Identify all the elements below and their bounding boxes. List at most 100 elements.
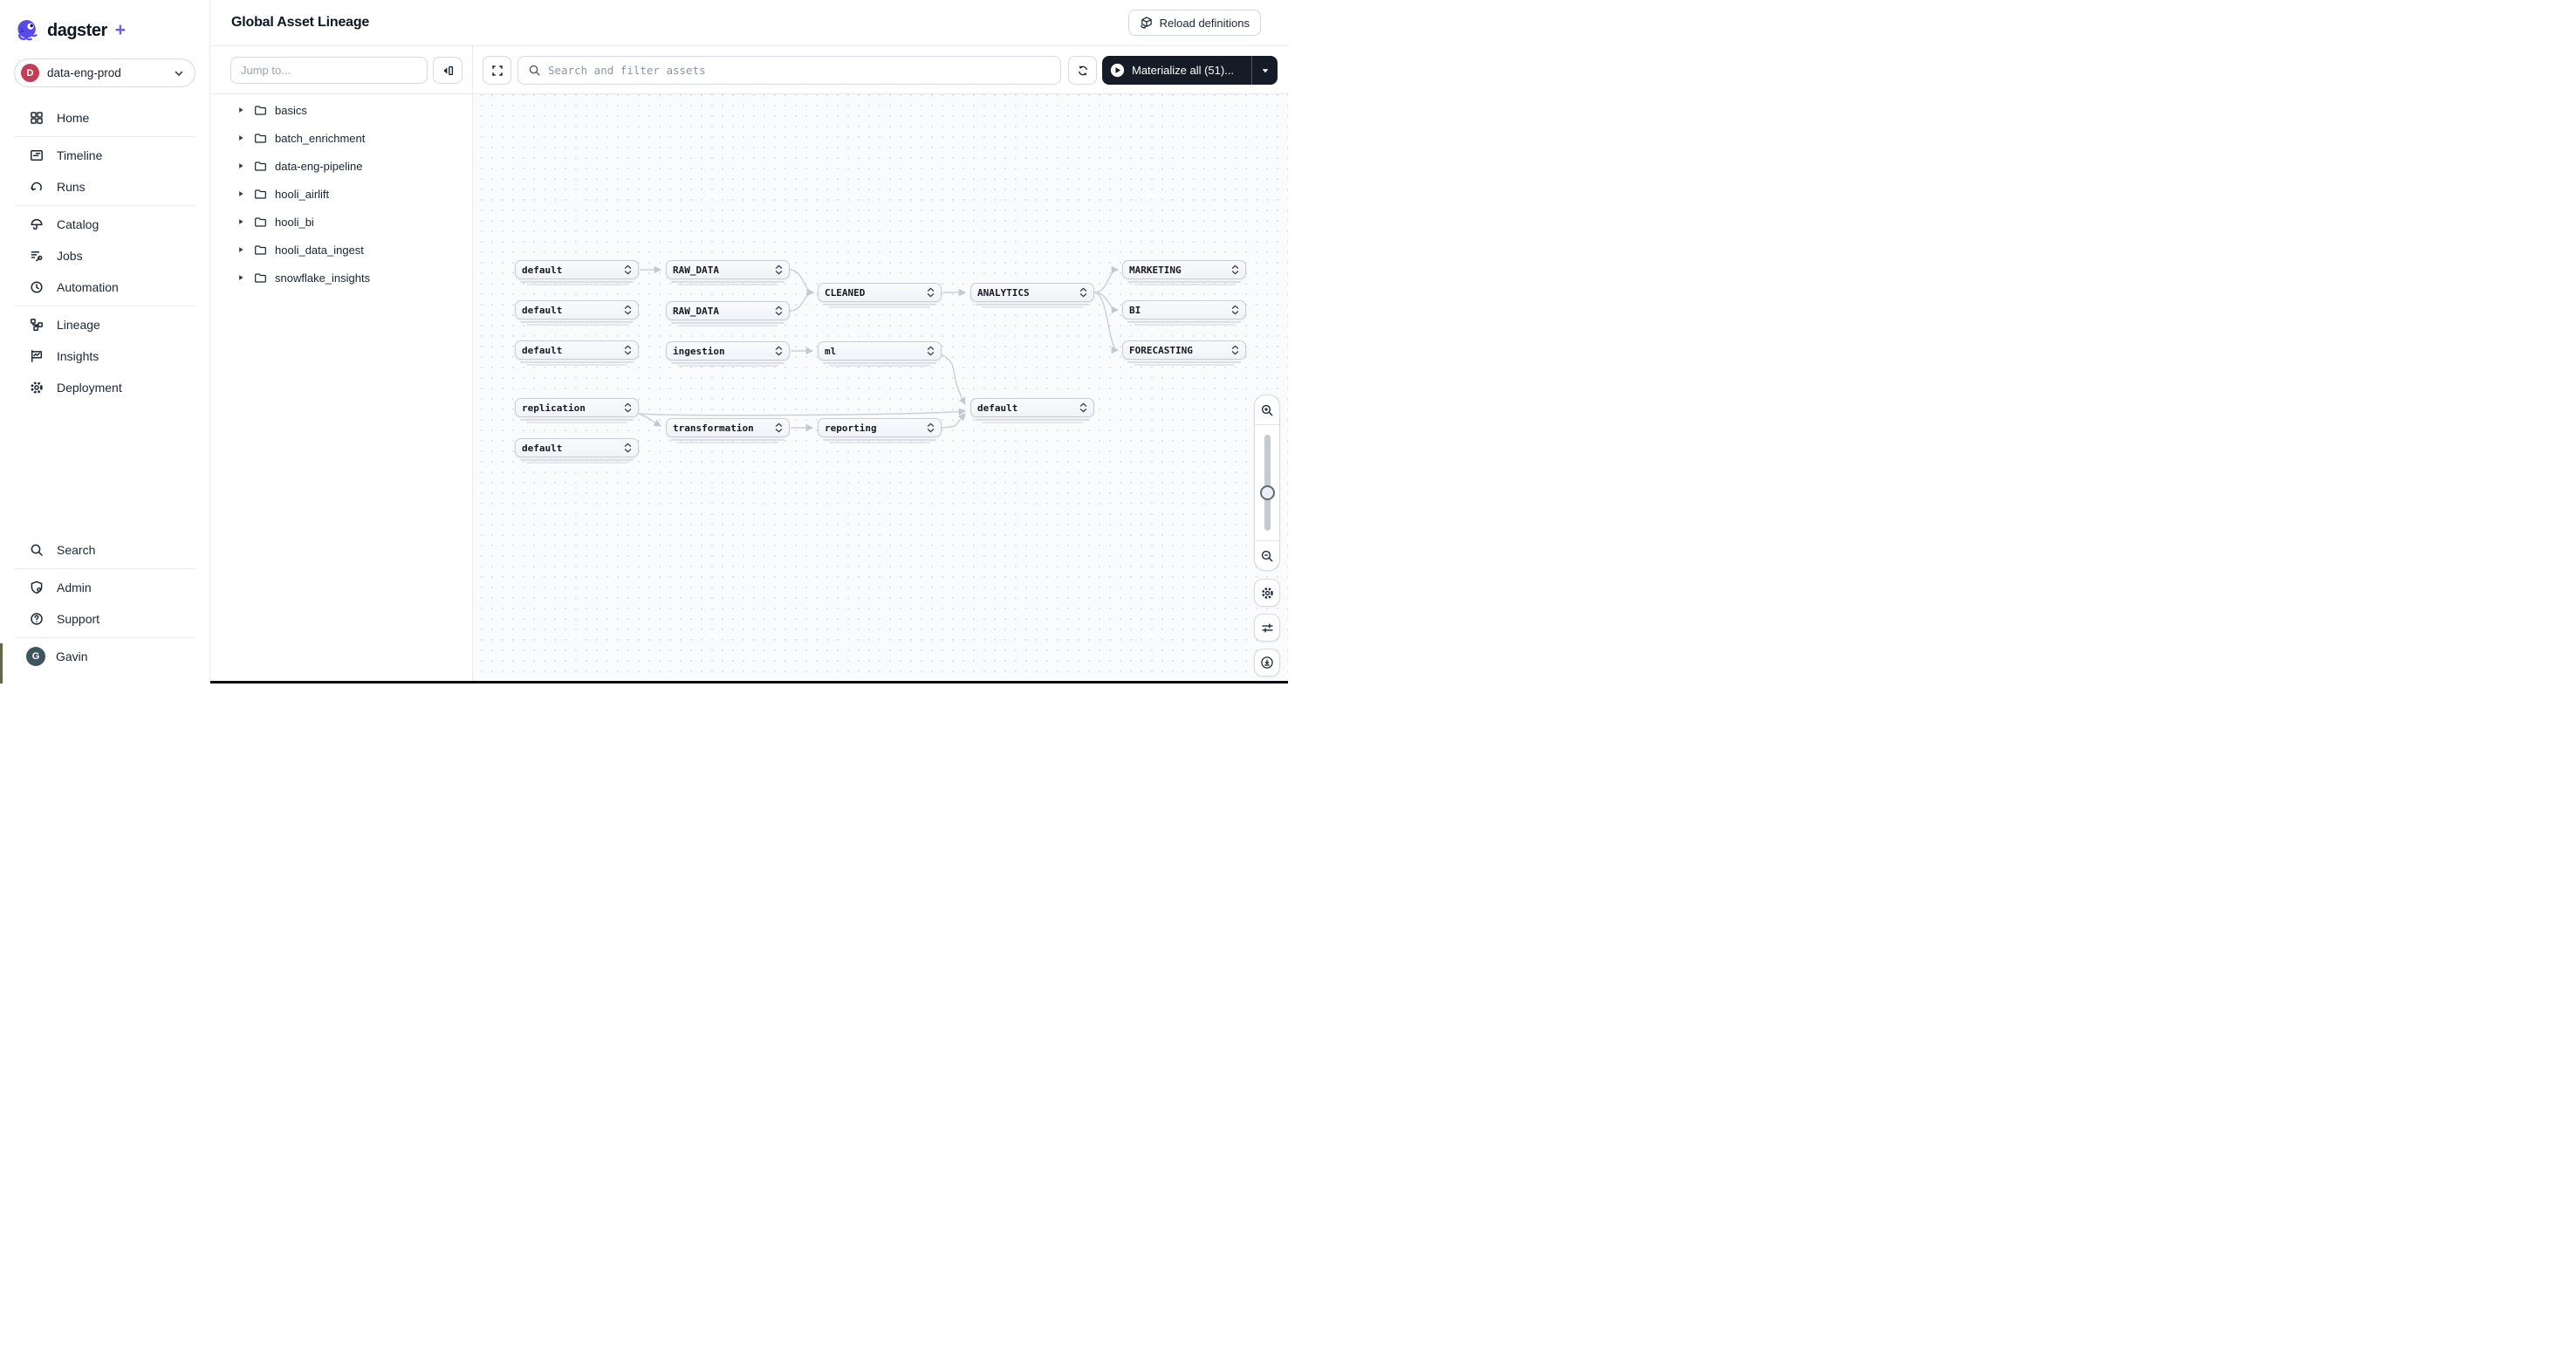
fullscreen-button[interactable] (483, 56, 511, 85)
unfold-group-icon[interactable] (624, 443, 632, 453)
sidebar-item-lineage[interactable]: Lineage (0, 309, 209, 340)
refresh-button[interactable] (1068, 56, 1097, 85)
unfold-group-icon[interactable] (775, 306, 783, 316)
caret-down-icon (1261, 66, 1270, 75)
graph-node-label: default (522, 344, 563, 356)
sidebar-divider (15, 637, 195, 638)
materialize-all-split-button: Materialize all (51)... (1102, 56, 1278, 85)
expand-caret-icon[interactable] (237, 246, 244, 253)
expand-caret-icon[interactable] (237, 190, 244, 197)
collapse-panel-icon (440, 63, 456, 79)
graph-node-default_1[interactable]: default (515, 260, 639, 285)
materialize-all-button[interactable]: Materialize all (51)... (1102, 56, 1251, 85)
sidebar-item-support[interactable]: Support (0, 603, 209, 635)
sidebar-item-runs[interactable]: Runs (0, 171, 209, 203)
node-stack-shadow (823, 362, 936, 364)
sidebar-item-automation[interactable]: Automation (0, 271, 209, 303)
download-icon (1260, 656, 1274, 670)
expand-caret-icon[interactable] (237, 106, 244, 113)
graph-node-transformation[interactable]: transformation (666, 418, 790, 443)
graph-node-default_4[interactable]: default (970, 398, 1094, 423)
expand-caret-icon[interactable] (237, 162, 244, 169)
graph-node-ingestion[interactable]: ingestion (666, 341, 790, 367)
unfold-group-icon[interactable] (1079, 287, 1087, 298)
graph-node-forecasting[interactable]: FORECASTING (1122, 340, 1246, 366)
sidebar-item-home[interactable]: Home (0, 102, 209, 134)
tree-item-batch_enrichment[interactable]: batch_enrichment (210, 124, 472, 152)
chevron-down-icon (174, 68, 184, 79)
lineage-edges (638, 265, 1120, 432)
graph-node-bi[interactable]: BI (1122, 300, 1246, 326)
unfold-group-icon[interactable] (1231, 305, 1239, 315)
tree-item-data-eng-pipeline[interactable]: data-eng-pipeline (210, 152, 472, 180)
sidebar-item-catalog[interactable]: Catalog (0, 209, 209, 240)
unfold-group-icon[interactable] (624, 264, 632, 275)
unfold-group-icon[interactable] (775, 346, 783, 356)
canvas-filters-button[interactable] (1254, 614, 1280, 642)
unfold-group-icon[interactable] (775, 264, 783, 275)
jump-to-input[interactable] (230, 57, 428, 84)
graph-node-cleaned[interactable]: CLEANED (818, 283, 942, 308)
unfold-group-icon[interactable] (927, 422, 935, 433)
unfold-group-icon[interactable] (1079, 402, 1087, 413)
zoom-slider-track[interactable] (1259, 435, 1275, 531)
graph-node-marketing[interactable]: MARKETING (1122, 260, 1246, 285)
expand-caret-icon[interactable] (237, 218, 244, 225)
tree-item-hooli_data_ingest[interactable]: hooli_data_ingest (210, 236, 472, 264)
unfold-group-icon[interactable] (775, 422, 783, 433)
unfold-group-icon[interactable] (624, 402, 632, 413)
lineage-edge-analytics-to-forecasting (1093, 292, 1120, 354)
node-stack-shadow (829, 442, 930, 443)
sidebar-item-insights[interactable]: Insights (0, 340, 209, 372)
graph-node-analytics[interactable]: ANALYTICS (970, 283, 1094, 308)
unfold-group-icon[interactable] (1231, 345, 1239, 355)
node-stack-shadow (976, 419, 1089, 421)
graph-node-reporting[interactable]: reporting (818, 418, 942, 443)
lineage-edge-reporting-to-default_4 (941, 413, 966, 429)
expand-caret-icon[interactable] (237, 134, 244, 141)
collapse-panel-button[interactable] (433, 57, 462, 84)
graph-node-raw_data_1[interactable]: RAW_DATA (666, 260, 790, 285)
zoom-out-button[interactable] (1255, 540, 1279, 570)
node-stack-shadow (520, 321, 634, 323)
tree-item-label: batch_enrichment (275, 131, 366, 145)
graph-node-default_3[interactable]: default (515, 340, 639, 366)
unfold-group-icon[interactable] (624, 305, 632, 315)
tree-item-basics[interactable]: basics (210, 96, 472, 124)
graph-node-raw_data_2[interactable]: RAW_DATA (666, 301, 790, 326)
tree-item-hooli_airlift[interactable]: hooli_airlift (210, 180, 472, 208)
materialize-options-button[interactable] (1251, 56, 1278, 85)
download-image-button[interactable] (1254, 649, 1280, 677)
environment-selector[interactable]: D data-eng-prod (14, 58, 195, 87)
graph-node-default_5[interactable]: default (515, 438, 639, 464)
unfold-group-icon[interactable] (927, 346, 935, 356)
sidebar-item-admin[interactable]: Admin (0, 572, 209, 603)
zoom-slider[interactable] (1255, 425, 1279, 540)
graph-node-default_2[interactable]: default (515, 300, 639, 326)
reload-definitions-button[interactable]: Reload definitions (1127, 10, 1261, 36)
node-stack-shadow (677, 442, 778, 443)
graph-node-replication[interactable]: replication (515, 398, 639, 423)
sidebar-item-deployment[interactable]: Deployment (0, 372, 209, 403)
unfold-group-icon[interactable] (1231, 264, 1239, 275)
node-stack-shadow (823, 304, 936, 306)
expand-caret-icon[interactable] (237, 274, 244, 281)
tree-item-hooli_bi[interactable]: hooli_bi (210, 208, 472, 236)
sidebar-item-jobs[interactable]: Jobs (0, 240, 209, 271)
unfold-group-icon[interactable] (624, 345, 632, 355)
zoom-slider-handle[interactable] (1259, 485, 1275, 500)
user-menu[interactable]: G Gavin (0, 641, 209, 672)
sidebar-item-timeline[interactable]: Timeline (0, 140, 209, 171)
node-stack-shadow (520, 419, 634, 421)
graph-node-label: transformation (673, 422, 754, 434)
unfold-group-icon[interactable] (927, 287, 935, 298)
folder-icon (254, 216, 267, 229)
zoom-in-button[interactable] (1255, 395, 1279, 425)
canvas-settings-button[interactable] (1254, 579, 1280, 607)
tree-item-snowflake_insights[interactable]: snowflake_insights (210, 264, 472, 292)
sidebar-item-search[interactable]: Search (0, 534, 209, 566)
asset-search-input[interactable] (548, 64, 1051, 77)
graph-node-ml[interactable]: ml (818, 341, 942, 367)
